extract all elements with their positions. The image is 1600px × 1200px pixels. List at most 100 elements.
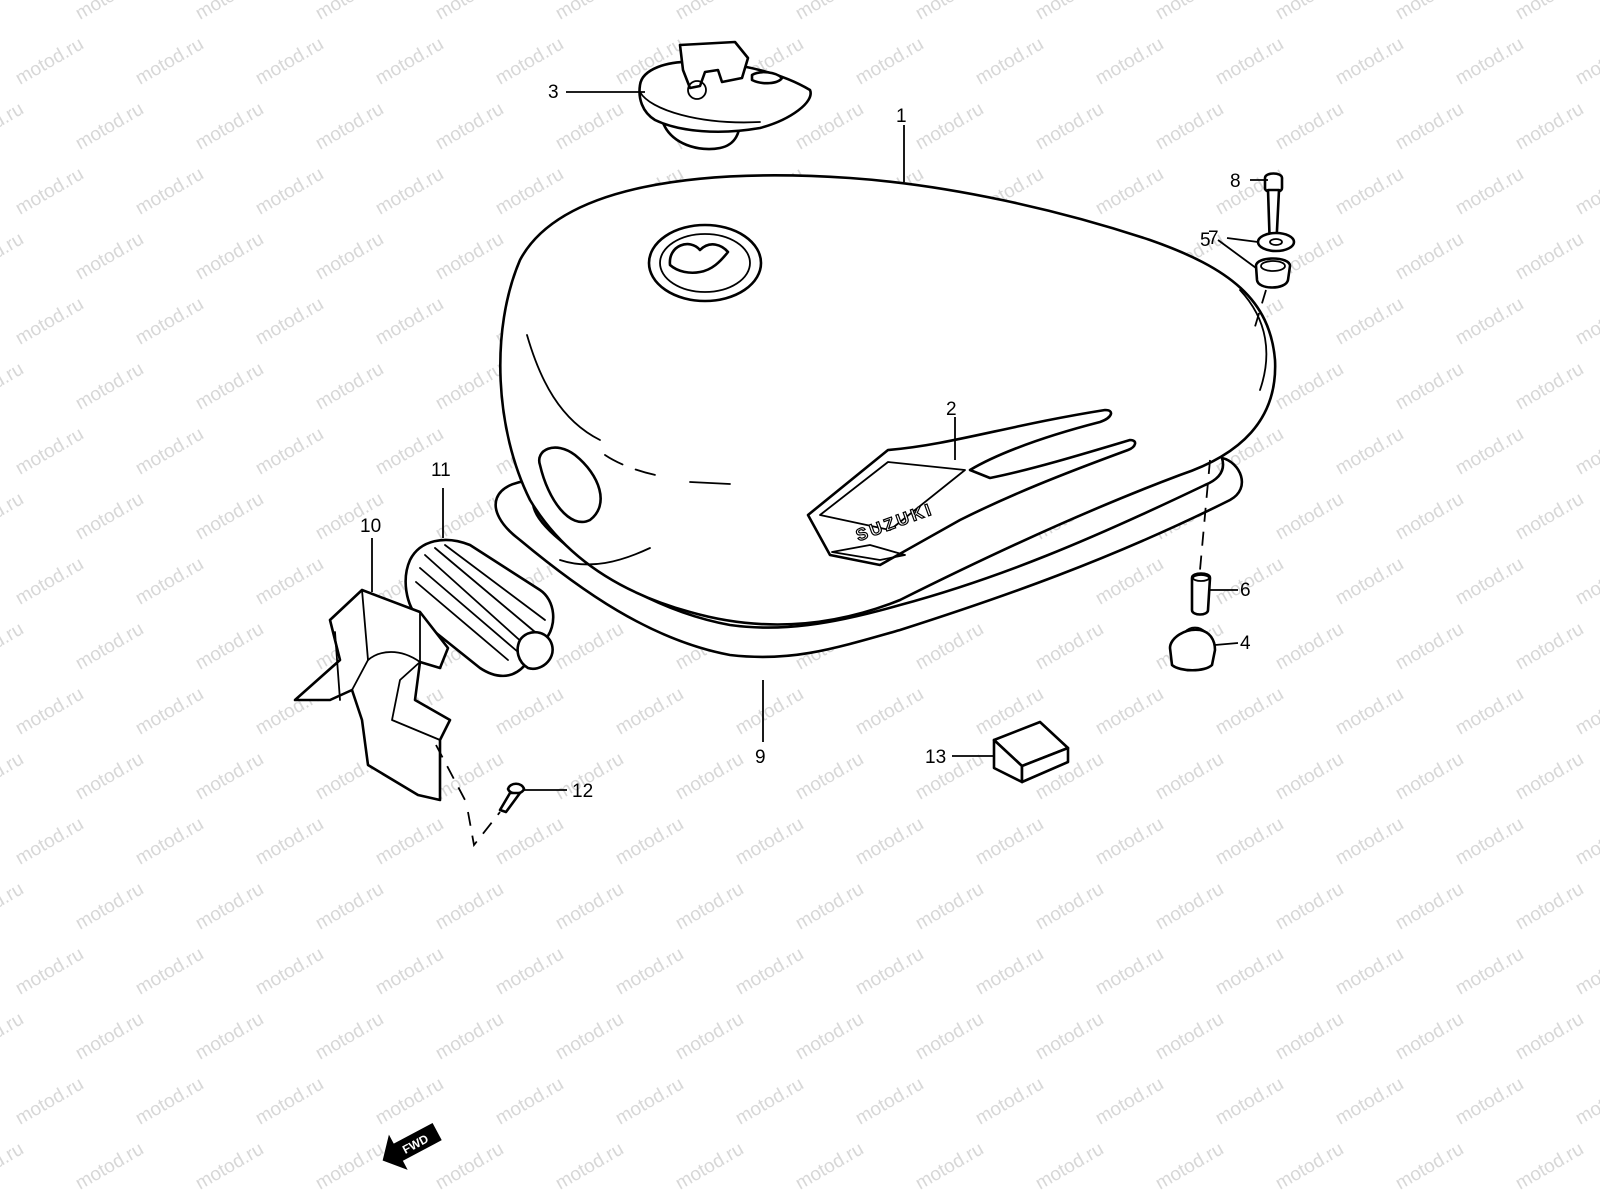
watermark-text: motod.ru [252, 294, 327, 350]
watermark-text: motod.ru [912, 1009, 987, 1065]
watermark-text: motod.ru [1572, 294, 1600, 350]
watermark-text: motod.ru [612, 944, 687, 1000]
part-11-ribbed-cushion [404, 538, 555, 678]
watermark-text: motod.ru [432, 1009, 507, 1065]
watermark-text: motod.ru [492, 684, 567, 740]
watermark-text: motod.ru [1092, 814, 1167, 870]
watermark-text: motod.ru [1392, 99, 1467, 155]
watermark-text: motod.ru [1272, 1009, 1347, 1065]
watermark-text: motod.ru [1512, 359, 1587, 415]
watermark-text: motod.ru [492, 164, 567, 220]
watermark-text: motod.ru [1332, 944, 1407, 1000]
watermark-text: motod.ru [12, 34, 87, 90]
watermark-text: motod.ru [72, 99, 147, 155]
watermark-text: motod.ru [12, 944, 87, 1000]
watermark-text: motod.ru [432, 99, 507, 155]
watermark-text: motod.ru [372, 294, 447, 350]
watermark-text: motod.ru [1572, 814, 1600, 870]
watermark-text: motod.ru [1332, 684, 1407, 740]
watermark-text: motod.ru [552, 619, 627, 675]
watermark-text: motod.ru [12, 684, 87, 740]
watermark-text: motod.ru [1572, 34, 1600, 90]
watermark-text: motod.ru [1452, 294, 1527, 350]
callout-2: 2 [946, 399, 957, 420]
watermark-text: motod.ru [1452, 164, 1527, 220]
callout-labels: 1 2 3 4 5 6 7 8 9 10 11 12 13 [360, 82, 1251, 802]
watermark-text: motod.ru [972, 1074, 1047, 1130]
watermark-text: motod.ru [1032, 0, 1107, 24]
watermark-text: motod.ru [1272, 879, 1347, 935]
watermark-text: motod.ru [252, 554, 327, 610]
watermark-text: motod.ru [1332, 294, 1407, 350]
watermark-text: motod.ru [552, 1009, 627, 1065]
watermark-text: motod.ru [552, 99, 627, 155]
watermark-text: motod.ru [312, 1139, 387, 1195]
watermark-text: motod.ru [432, 0, 507, 24]
watermark-text: motod.ru [192, 229, 267, 285]
watermark-text: motod.ru [252, 164, 327, 220]
watermark-text: motod.ru [1392, 879, 1467, 935]
watermark-text: motod.ru [0, 359, 27, 415]
watermark-text: motod.ru [192, 1009, 267, 1065]
watermark-text: motod.ru [732, 1074, 807, 1130]
watermark-text: motod.ru [252, 814, 327, 870]
watermark-text: motod.ru [1332, 814, 1407, 870]
callout-5: 5 [1200, 230, 1211, 251]
watermark-text: motod.ru [1512, 229, 1587, 285]
watermark-text: motod.ru [192, 749, 267, 805]
watermark-text: motod.ru [1272, 619, 1347, 675]
watermark-text: motod.ru [672, 1139, 747, 1195]
watermark-text: motod.ru [132, 554, 207, 610]
watermark-text: motod.ru [252, 1074, 327, 1130]
watermark-text: motod.ru [1332, 554, 1407, 610]
callout-6: 6 [1240, 580, 1251, 601]
watermark-text: motod.ru [912, 619, 987, 675]
watermark-text: motod.ru [1572, 944, 1600, 1000]
watermark-text: motod.ru [912, 879, 987, 935]
watermark-text: motod.ru [912, 99, 987, 155]
watermark-text: motod.ru [132, 1074, 207, 1130]
watermark-text: motod.ru [312, 1009, 387, 1065]
watermark-text: motod.ru [672, 0, 747, 24]
watermark-text: motod.ru [1512, 879, 1587, 935]
watermark-text: motod.ru [192, 1139, 267, 1195]
watermark-text: motod.ru [792, 1009, 867, 1065]
watermark-text: motod.ru [12, 294, 87, 350]
watermark-text: motod.ru [432, 1139, 507, 1195]
watermark-text: motod.ru [312, 229, 387, 285]
watermark-text: motod.ru [612, 684, 687, 740]
watermark-text: motod.ru [1032, 1139, 1107, 1195]
callout-7: 7 [1208, 228, 1219, 249]
watermark-text: motod.ru [1392, 749, 1467, 805]
leader-lines [371, 91, 1268, 791]
watermark-text: motod.ru [612, 1074, 687, 1130]
watermark-text: motod.ru [1392, 359, 1467, 415]
watermark-text: motod.ru [1572, 554, 1600, 610]
watermark-text: motod.ru [312, 0, 387, 24]
watermark-text: motod.ru [1512, 99, 1587, 155]
watermark-text: motod.ru [1272, 0, 1347, 24]
watermark-text: motod.ru [1212, 814, 1287, 870]
callout-4: 4 [1240, 633, 1251, 654]
callout-10: 10 [360, 516, 381, 537]
watermark-text: motod.ru [1092, 684, 1167, 740]
watermark-text: motod.ru [192, 619, 267, 675]
watermark-text: motod.ru [1332, 34, 1407, 90]
watermark-text: motod.ru [1512, 1139, 1587, 1195]
part-2-emblem: SUZUKI [806, 408, 1137, 567]
watermark-text: motod.ru [1092, 944, 1167, 1000]
watermark-text: motod.ru [732, 944, 807, 1000]
watermark-text: motod.ru [732, 814, 807, 870]
watermark-text: motod.ru [1392, 229, 1467, 285]
callout-8: 8 [1230, 171, 1241, 192]
watermark-text: motod.ru [972, 814, 1047, 870]
watermark-text: motod.ru [132, 34, 207, 90]
watermark-text: motod.ru [72, 489, 147, 545]
watermark-text: motod.ru [0, 879, 27, 935]
watermark-text: motod.ru [1572, 164, 1600, 220]
watermark-text: motod.ru [1452, 814, 1527, 870]
watermark-text: motod.ru [432, 879, 507, 935]
watermark-text: motod.ru [12, 1074, 87, 1130]
watermark-text: motod.ru [252, 34, 327, 90]
